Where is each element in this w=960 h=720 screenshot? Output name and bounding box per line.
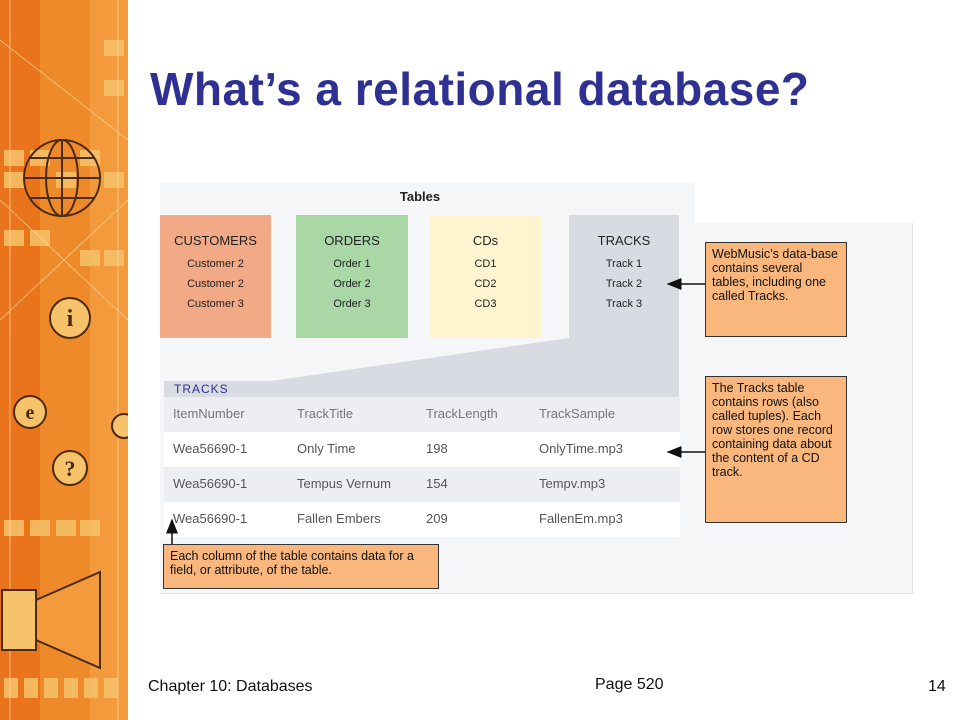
table-name: ORDERS [324, 233, 380, 248]
table-row: CD1 [474, 258, 497, 270]
table-name: CUSTOMERS [174, 233, 257, 248]
table-cell: Wea56690-1 [173, 476, 248, 491]
table-cell: Only Time [297, 441, 356, 456]
table-row: Order 3 [333, 298, 371, 310]
table-row: Wea56690-1 Only Time 198 OnlyTime.mp3 [164, 432, 680, 467]
table-header-row: ItemNumber TrackTitle TrackLength TrackS… [164, 397, 680, 432]
table-cell: Tempus Vernum [297, 476, 391, 491]
slide-number: 14 [928, 678, 946, 695]
table-row: Order 2 [333, 278, 371, 290]
table-row: Track 1 [605, 258, 643, 270]
callout-rows-note: The Tracks table contains rows (also cal… [705, 376, 847, 523]
globe-icon [23, 139, 101, 217]
table-row: Customer 3 [187, 298, 244, 310]
zoom-wedge [264, 338, 679, 397]
column-header: TrackTitle [297, 406, 354, 421]
table-row: CD3 [474, 298, 497, 310]
question-icon: ? [52, 450, 88, 486]
side-decoration: i e ? [0, 0, 128, 720]
side-decoration-art: i e ? [0, 0, 128, 720]
e-icon: e [13, 395, 47, 429]
table-row: Track 2 [605, 278, 643, 290]
tables-heading: Tables [399, 189, 441, 204]
column-header: TrackLength [426, 406, 498, 421]
svg-text:e: e [26, 402, 35, 424]
table-card-tracks: TRACKS Track 1 Track 2 Track 3 [569, 215, 679, 338]
table-row: Customer 2 [187, 258, 244, 270]
detail-table-label: TRACKS [164, 381, 274, 397]
table-cell: Tempv.mp3 [539, 476, 606, 491]
table-cell: 198 [426, 441, 448, 456]
column-header: ItemNumber [173, 406, 245, 421]
table-cell: 209 [426, 511, 448, 526]
svg-text:?: ? [65, 456, 76, 481]
footer-chapter: Chapter 10: Databases [148, 678, 313, 695]
table-cell: OnlyTime.mp3 [539, 441, 624, 456]
table-name: TRACKS [597, 233, 651, 248]
relational-database-figure: Tables CUSTOMERS Customer 2 Customer 2 C… [160, 183, 913, 594]
callout-columns-note: Each column of the table contains data f… [163, 544, 439, 589]
info-icon: i [49, 297, 91, 339]
table-card-cds: CDs CD1 CD2 CD3 [430, 215, 541, 338]
table-cell: Wea56690-1 [173, 511, 248, 526]
speaker-icon [1, 570, 101, 670]
slide-title: What’s a relational database? [150, 63, 810, 115]
footer-page: Page 520 [595, 676, 664, 693]
table-row: Track 3 [605, 298, 643, 310]
column-header: TrackSample [539, 406, 616, 421]
svg-text:i: i [67, 306, 74, 332]
table-row: Wea56690-1 Tempus Vernum 154 Tempv.mp3 [164, 467, 680, 502]
table-card-customers: CUSTOMERS Customer 2 Customer 2 Customer… [160, 215, 271, 338]
table-row: Wea56690-1 Fallen Embers 209 FallenEm.mp… [164, 502, 680, 537]
table-cell: Wea56690-1 [173, 441, 248, 456]
table-cell: FallenEm.mp3 [539, 511, 623, 526]
info-icon-small [111, 413, 128, 439]
table-cell: 154 [426, 476, 448, 491]
table-row: Customer 2 [187, 278, 244, 290]
table-cell: Fallen Embers [297, 511, 381, 526]
table-card-orders: ORDERS Order 1 Order 2 Order 3 [296, 215, 408, 338]
table-name: CDs [472, 233, 499, 248]
table-row: Order 1 [333, 258, 371, 270]
callout-tables-note: WebMusic’s data-base contains several ta… [705, 242, 847, 337]
tracks-detail-table: ItemNumber TrackTitle TrackLength TrackS… [164, 397, 680, 537]
callout-arrows [166, 278, 705, 544]
table-row: CD2 [474, 278, 497, 290]
